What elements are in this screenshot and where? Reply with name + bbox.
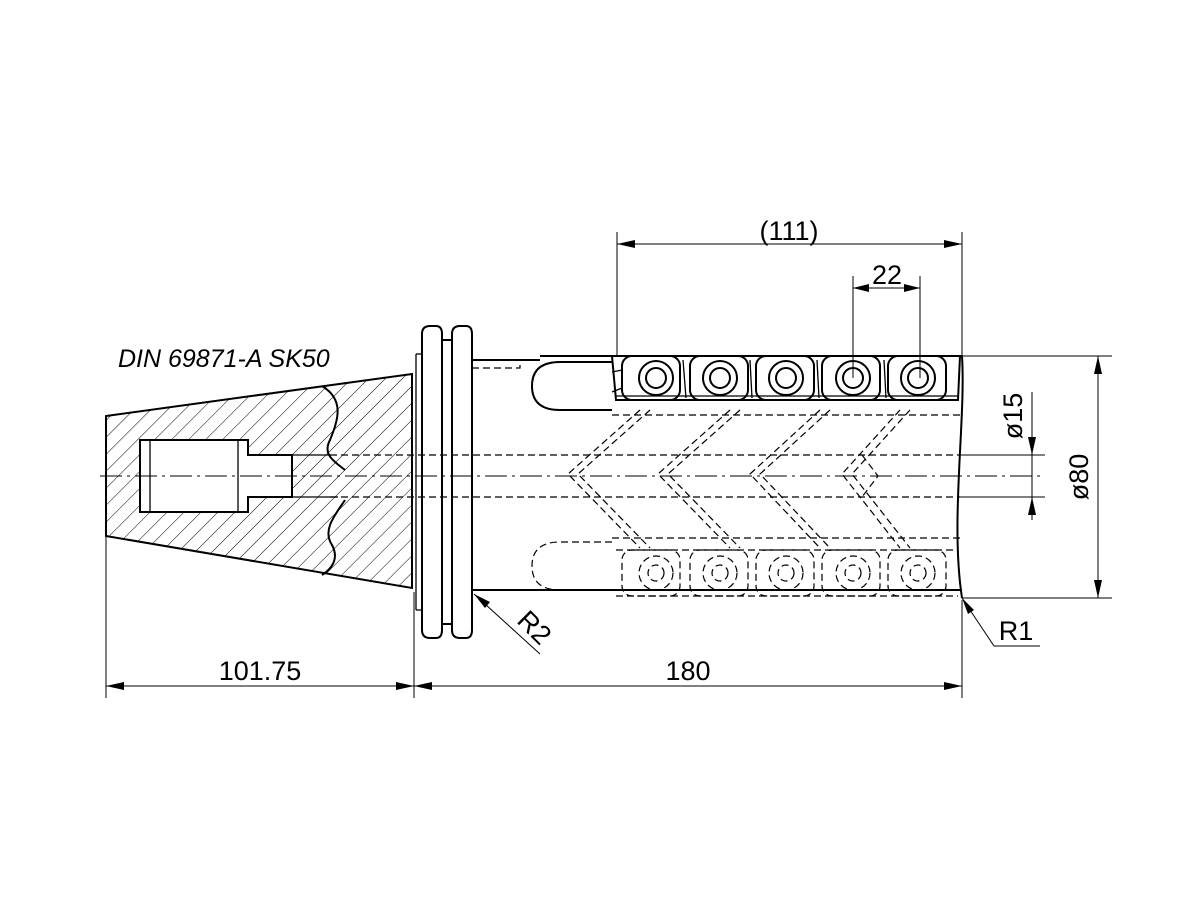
insert-4 [821, 355, 881, 401]
insert-hidden-2 [689, 549, 749, 597]
insert-hidden-1 [621, 549, 681, 597]
dim-taper-length: 101.75 [219, 656, 302, 686]
dim-body-diameter: ø80 [1064, 454, 1094, 501]
insert-1 [621, 355, 681, 401]
flange [411, 325, 473, 639]
dim-insert-span: (111) [759, 216, 818, 246]
drawing-title: DIN 69871-A SK50 [118, 345, 330, 373]
insert-5 [887, 355, 947, 401]
insert-hidden-3 [755, 549, 815, 597]
insert-hidden-5 [887, 549, 947, 597]
dim-bore-diameter: ø15 [998, 393, 1028, 440]
insert-2 [689, 355, 749, 401]
dim-radius-flange: R2 [512, 605, 558, 651]
bottom-inserts [616, 549, 958, 597]
insert-hidden-4 [821, 549, 881, 597]
taper-section [105, 372, 413, 590]
dim-insert-pitch: 22 [872, 260, 902, 290]
top-inserts [611, 355, 961, 401]
tool-body [330, 355, 964, 599]
dimension-lines [105, 232, 1112, 698]
dim-body-length: 180 [665, 656, 710, 686]
insert-3 [755, 355, 815, 401]
dim-radius-tip: R1 [999, 616, 1034, 646]
